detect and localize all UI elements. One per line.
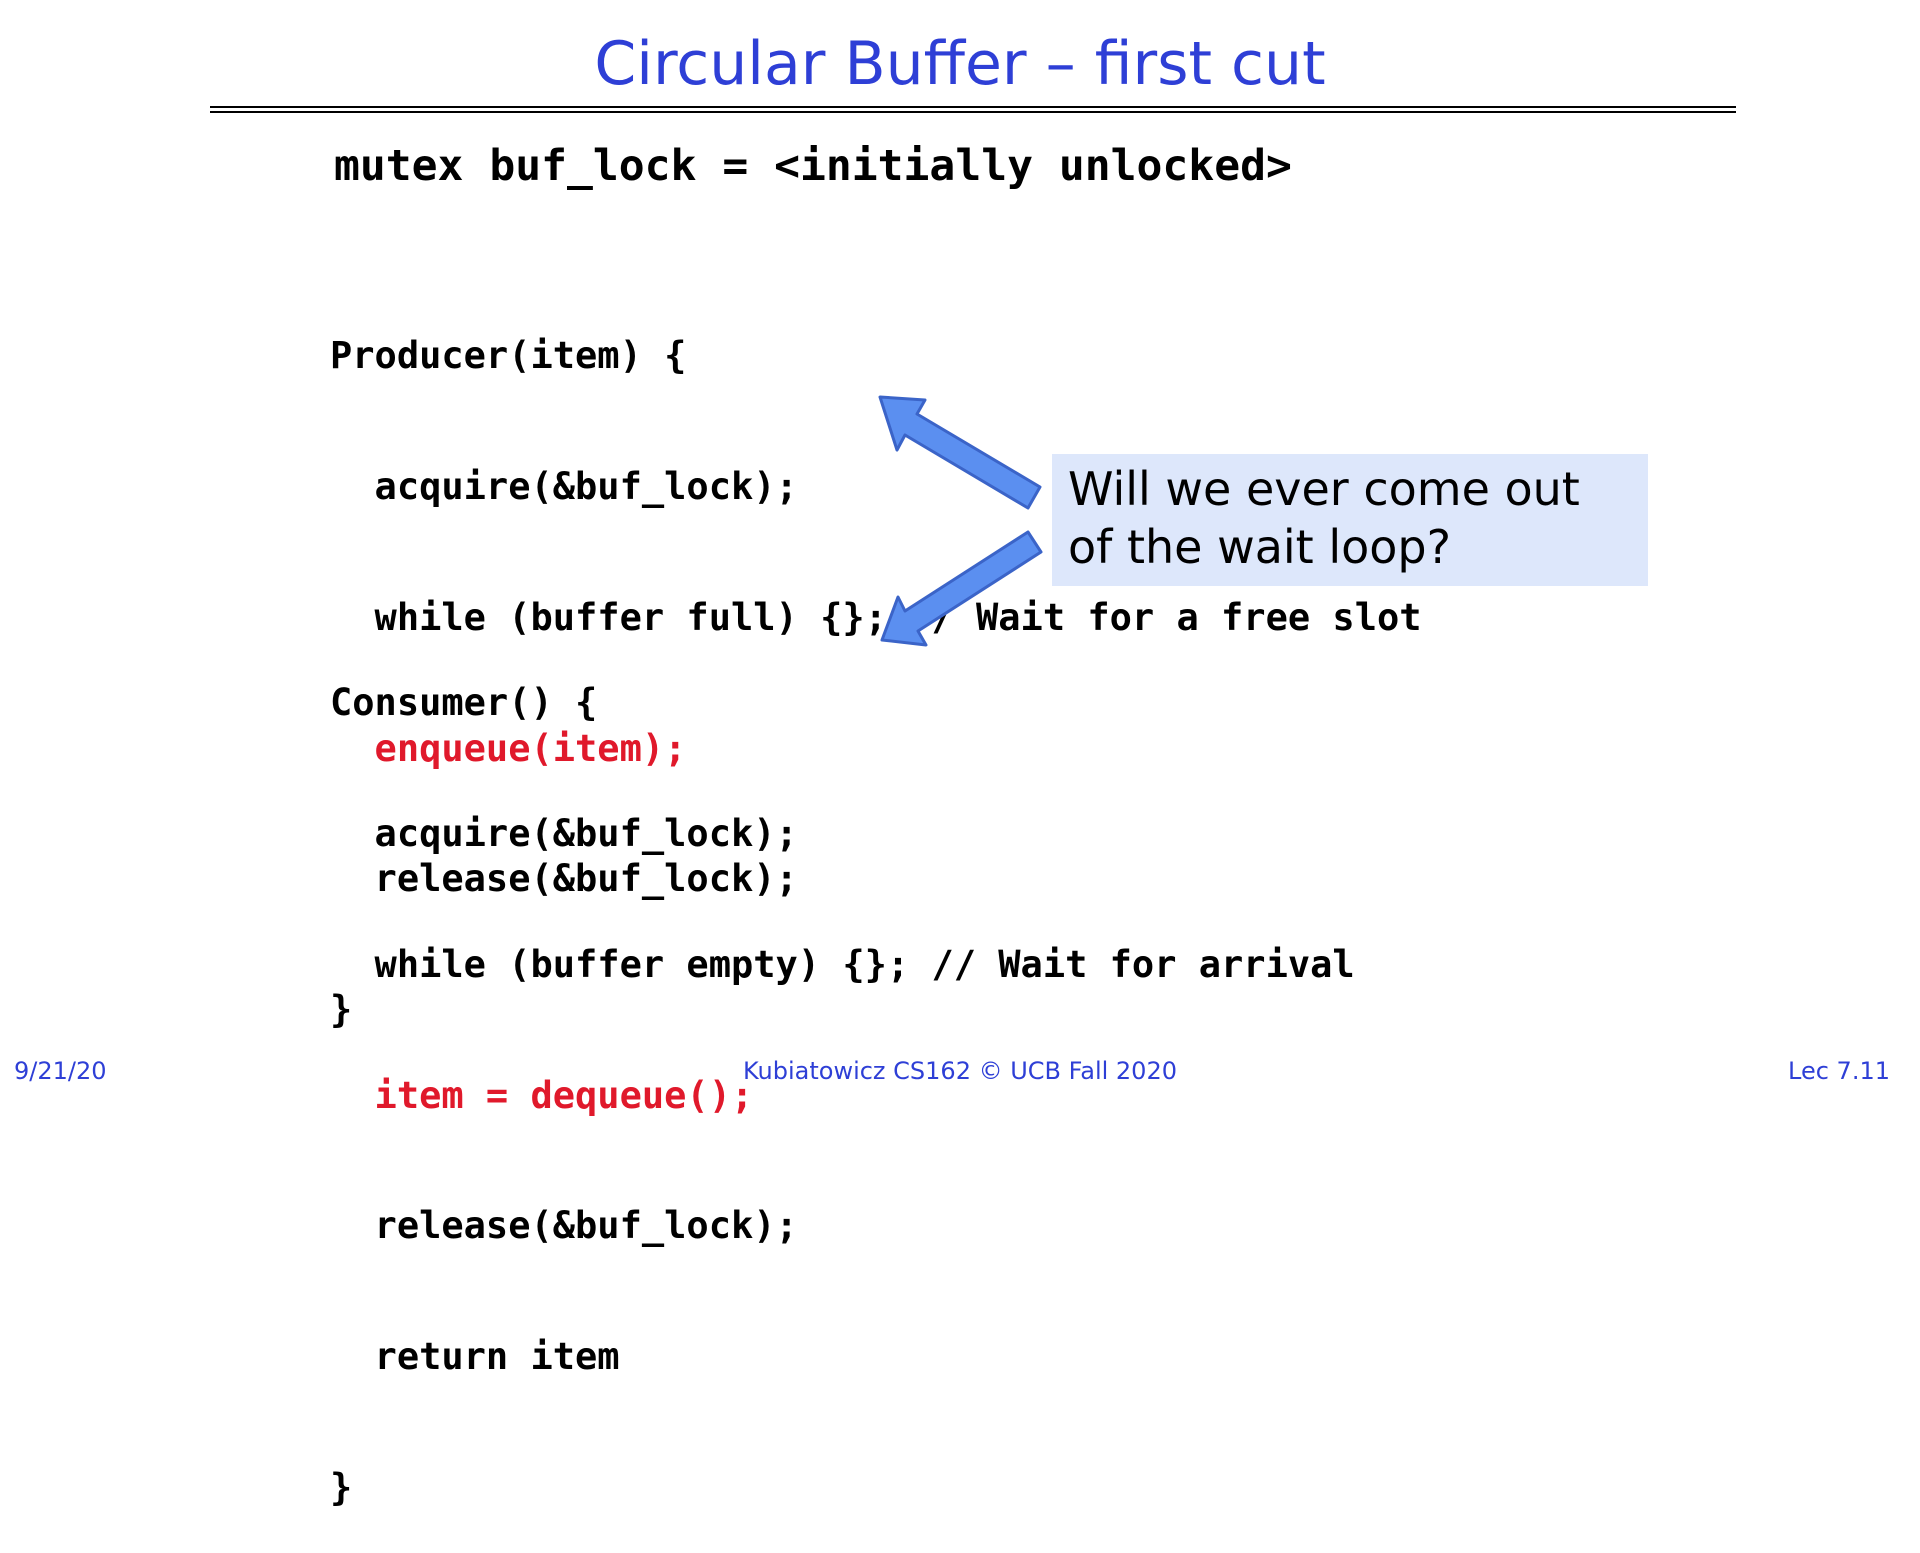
producer-line-enqueue: enqueue(item);: [330, 726, 687, 770]
arrow-up-left-icon: [878, 395, 1042, 510]
consumer-line-acquire: acquire(&buf_lock);: [330, 811, 798, 855]
consumer-line-close-brace: }: [330, 1465, 353, 1509]
footer-course: Kubiatowicz CS162 © UCB Fall 2020: [742, 1057, 1177, 1085]
producer-line-close-brace: }: [330, 988, 353, 1032]
producer-line-release: release(&buf_lock);: [330, 857, 798, 901]
arrow-down-left-icon: [880, 530, 1043, 647]
title-divider: [210, 106, 1736, 113]
consumer-line-release: release(&buf_lock);: [330, 1204, 798, 1248]
callout-arrows: [878, 395, 1043, 647]
footer-lecture-number: Lec 7.11: [1788, 1057, 1890, 1085]
consumer-line-return: return item: [330, 1335, 620, 1379]
producer-line-acquire: acquire(&buf_lock);: [330, 464, 798, 508]
consumer-line-wait-loop: while (buffer empty) {}; // Wait for arr…: [330, 942, 1355, 986]
mutex-declaration: mutex buf_lock = <initially unlocked>: [334, 141, 1292, 191]
producer-line-signature: Producer(item) {: [330, 334, 687, 378]
consumer-line-signature: Consumer() {: [330, 681, 598, 725]
question-callout: Will we ever come out of the wait loop?: [1052, 454, 1648, 586]
slide-title: Circular Buffer – first cut: [594, 29, 1326, 99]
